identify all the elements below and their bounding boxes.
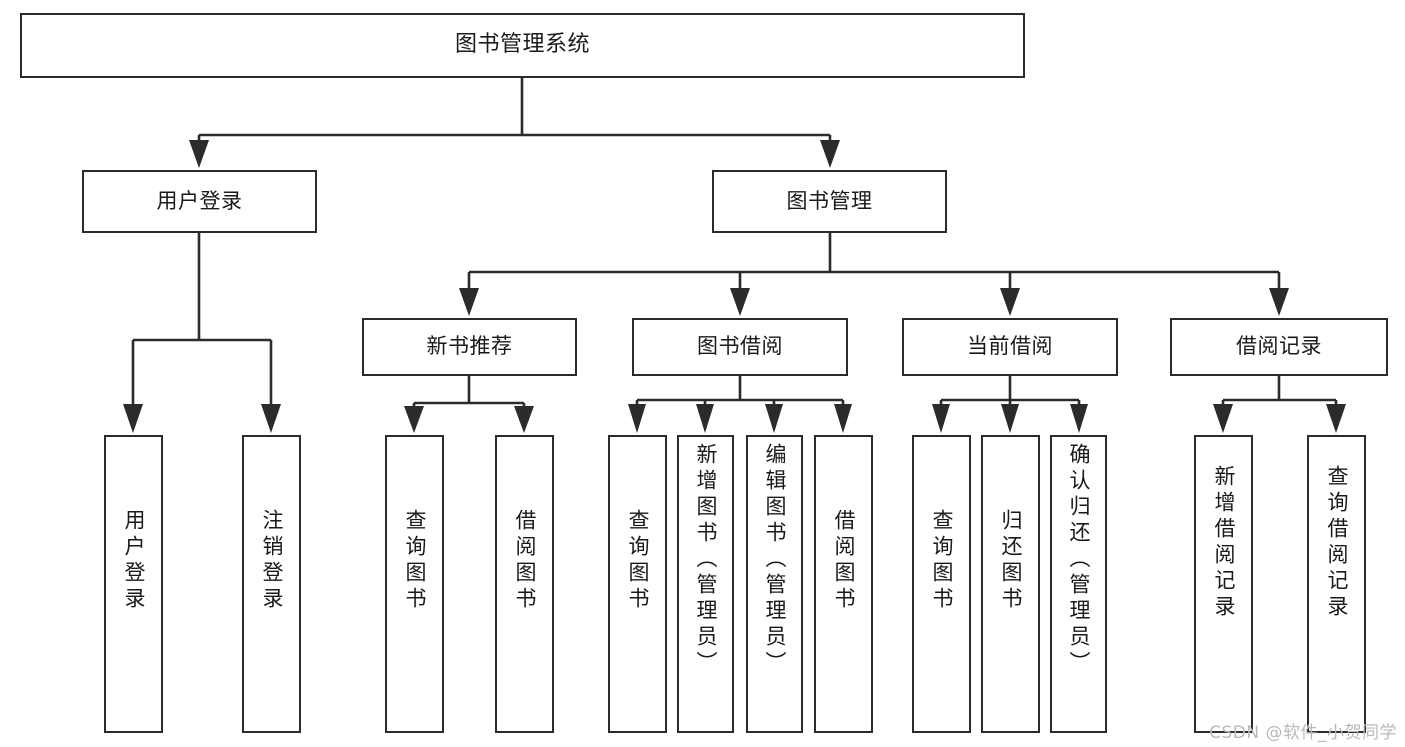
node-leaf-borrow-book-1[interactable]: 借阅图书: [495, 435, 554, 733]
node-leaf-query-record[interactable]: 查询借阅记录: [1307, 435, 1366, 733]
node-root-label: 图书管理系统: [454, 32, 590, 58]
node-leaf-logout[interactable]: 注销登录: [242, 435, 301, 733]
node-leaf-query-record-label: 查询借阅记录: [1325, 465, 1349, 621]
node-leaf-edit-book[interactable]: 编辑图书（管理员）: [746, 435, 803, 733]
node-leaf-add-book-label: 新增图书（管理员）: [694, 443, 718, 677]
node-book-manage[interactable]: 图书管理: [712, 170, 947, 233]
node-new-book-recommend-label: 新书推荐: [426, 334, 513, 359]
node-current-borrow[interactable]: 当前借阅: [902, 318, 1118, 376]
node-root[interactable]: 图书管理系统: [20, 13, 1025, 78]
node-leaf-user-login[interactable]: 用户登录: [104, 435, 163, 733]
node-leaf-return-book-label: 归还图书: [999, 509, 1023, 613]
node-leaf-borrow-book-1-label: 借阅图书: [513, 509, 537, 613]
node-leaf-add-book[interactable]: 新增图书（管理员）: [677, 435, 734, 733]
node-leaf-return-book[interactable]: 归还图书: [981, 435, 1040, 733]
node-leaf-query-book-3[interactable]: 查询图书: [912, 435, 971, 733]
node-leaf-query-book-2[interactable]: 查询图书: [608, 435, 667, 733]
node-book-manage-label: 图书管理: [786, 188, 873, 213]
node-leaf-borrow-book-2[interactable]: 借阅图书: [814, 435, 873, 733]
node-borrow-record-label: 借阅记录: [1236, 334, 1322, 359]
node-leaf-add-record[interactable]: 新增借阅记录: [1194, 435, 1253, 733]
watermark: CSDN @软件_小贺同学: [1209, 723, 1397, 743]
node-leaf-edit-book-label: 编辑图书（管理员）: [763, 443, 787, 677]
node-leaf-add-record-label: 新增借阅记录: [1212, 465, 1236, 621]
node-leaf-borrow-book-2-label: 借阅图书: [832, 509, 856, 613]
node-leaf-confirm-return[interactable]: 确认归还（管理员）: [1050, 435, 1107, 733]
node-leaf-query-book-1[interactable]: 查询图书: [385, 435, 444, 733]
node-borrow-record[interactable]: 借阅记录: [1170, 318, 1388, 376]
node-current-borrow-label: 当前借阅: [967, 334, 1053, 359]
node-new-book-recommend[interactable]: 新书推荐: [362, 318, 577, 376]
node-book-borrow[interactable]: 图书借阅: [632, 318, 848, 376]
node-user-login-label: 用户登录: [156, 188, 243, 213]
node-leaf-query-book-1-label: 查询图书: [403, 509, 427, 613]
node-user-login[interactable]: 用户登录: [82, 170, 317, 233]
node-book-borrow-label: 图书借阅: [697, 334, 783, 359]
node-leaf-query-book-3-label: 查询图书: [930, 509, 954, 613]
node-leaf-logout-label: 注销登录: [260, 509, 284, 613]
node-leaf-query-book-2-label: 查询图书: [626, 509, 650, 613]
node-leaf-user-login-label: 用户登录: [122, 509, 146, 613]
node-leaf-confirm-return-label: 确认归还（管理员）: [1067, 443, 1091, 677]
